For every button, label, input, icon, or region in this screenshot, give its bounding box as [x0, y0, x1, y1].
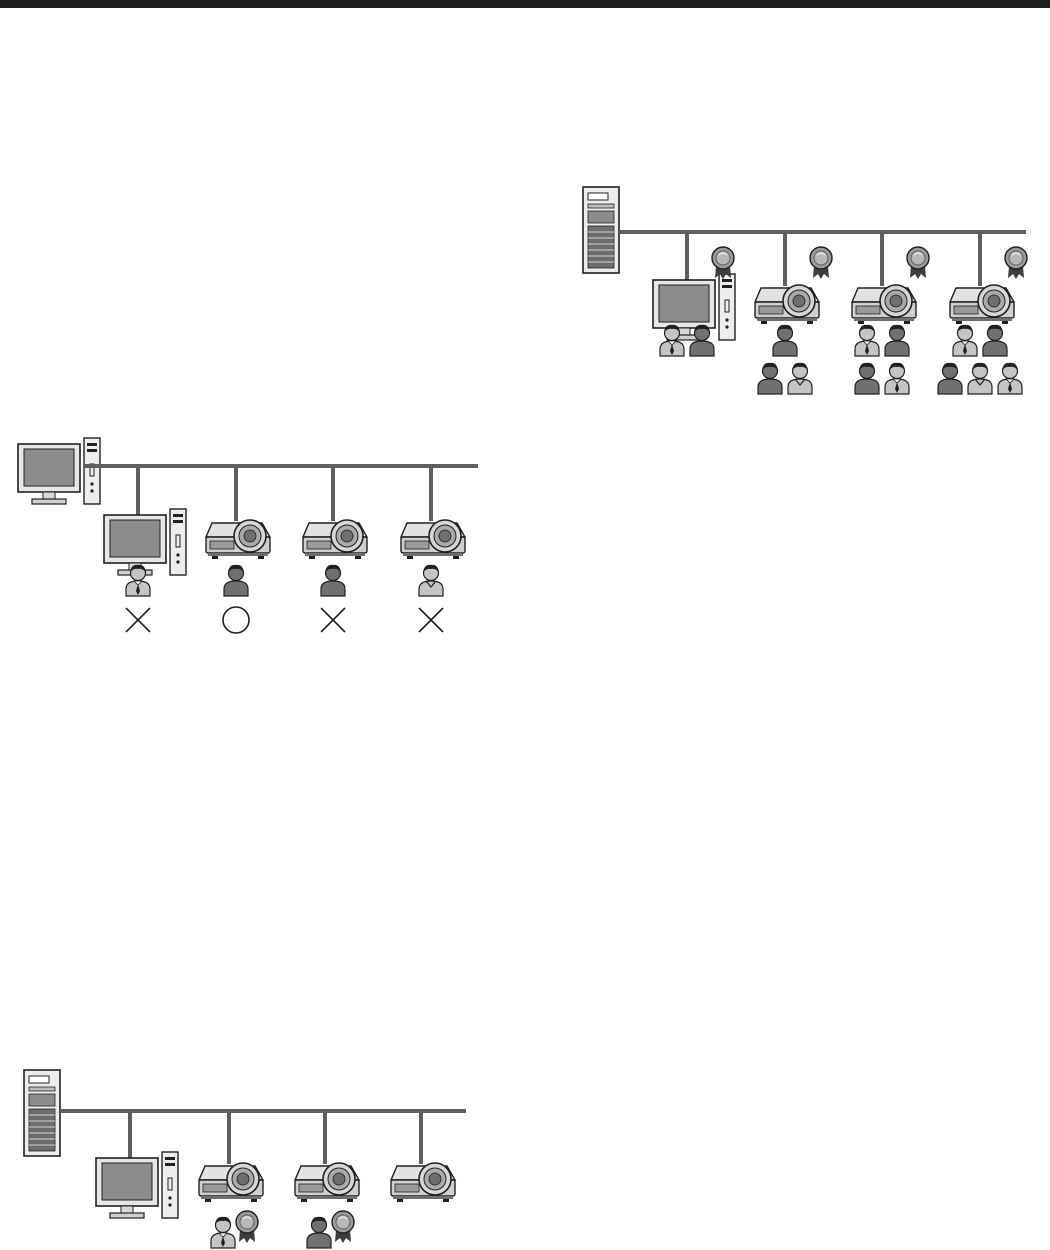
network-node	[96, 1111, 178, 1218]
network-node	[104, 466, 186, 632]
user-icon	[938, 363, 962, 394]
host-server-icon	[583, 187, 619, 273]
network-node	[206, 466, 270, 633]
diagram-layer	[18, 187, 1027, 1248]
projector-icon	[199, 1163, 263, 1202]
pc-icon	[96, 1152, 178, 1218]
user-icon	[321, 565, 345, 596]
network-node	[391, 1111, 455, 1202]
certificate-icon	[332, 1211, 354, 1243]
projector-icon	[401, 520, 465, 559]
network-node	[755, 232, 832, 394]
user-icon	[855, 325, 879, 356]
host-pc-icon	[18, 438, 100, 504]
user-icon	[773, 325, 797, 356]
user-icon	[885, 325, 909, 356]
network-node	[295, 1111, 359, 1248]
user-icon	[224, 565, 248, 596]
network-node	[653, 232, 735, 356]
user-icon	[419, 565, 443, 596]
host-server-icon	[24, 1070, 60, 1156]
user-icon	[307, 1217, 331, 1248]
user-icon	[968, 363, 992, 394]
projector-icon	[950, 285, 1014, 324]
user-icon	[983, 325, 1007, 356]
network-node	[401, 466, 465, 632]
diagram-server-device-certs	[583, 187, 1027, 394]
status-cross-mark	[419, 608, 443, 632]
network-node	[199, 1111, 263, 1248]
user-icon	[855, 363, 879, 394]
network-node	[938, 232, 1027, 394]
status-circle-mark	[223, 607, 249, 633]
projector-icon	[391, 1163, 455, 1202]
projector-icon	[295, 1163, 359, 1202]
projector-icon	[206, 520, 270, 559]
network-node	[303, 466, 367, 632]
certificate-icon	[810, 247, 832, 279]
status-cross-mark	[126, 608, 150, 632]
user-icon	[885, 363, 909, 394]
certificate-icon	[236, 1211, 258, 1243]
projector-icon	[852, 285, 916, 324]
status-cross-mark	[321, 608, 345, 632]
user-icon	[998, 363, 1022, 394]
user-icon	[788, 363, 812, 394]
user-icon	[211, 1217, 235, 1248]
user-icon	[953, 325, 977, 356]
network-node	[852, 232, 929, 394]
certificate-icon	[1005, 247, 1027, 279]
pc-icon	[104, 509, 186, 575]
certificate-icon	[907, 247, 929, 279]
projector-icon	[755, 285, 819, 324]
diagram-pc-hub	[18, 438, 478, 633]
diagram-server-certs	[24, 1070, 466, 1248]
projector-icon	[303, 520, 367, 559]
user-icon	[758, 363, 782, 394]
